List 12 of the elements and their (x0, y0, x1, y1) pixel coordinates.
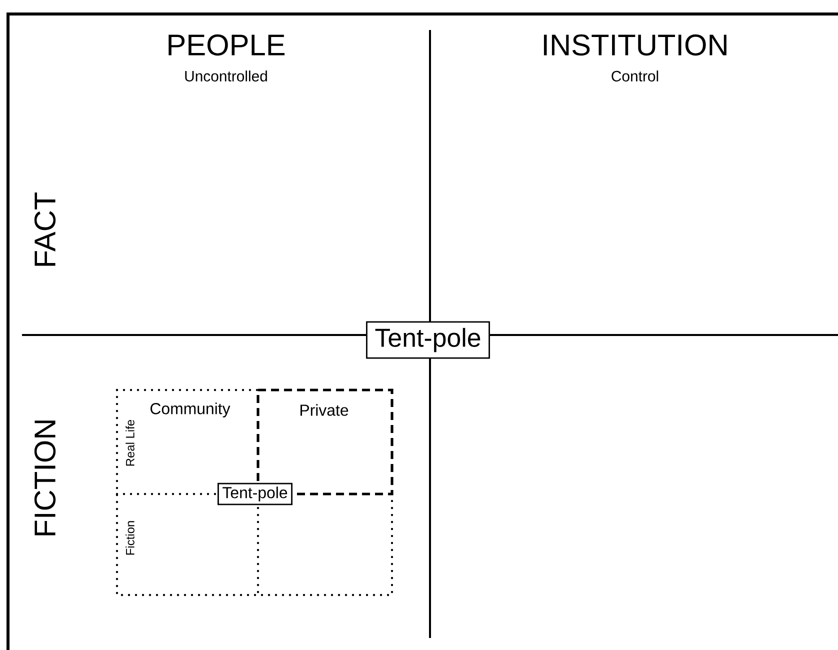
quadrant-label: Private (300, 404, 348, 416)
column-subheading: Control (612, 70, 658, 82)
row-label: Fiction (126, 521, 134, 555)
row-label: Real Life (126, 420, 134, 466)
tent-pole-box: Tent-pole (366, 321, 490, 359)
column-heading: INSTITUTION (544, 34, 726, 56)
row-heading: FACT (34, 192, 56, 266)
column-subheading: Uncontrolled (185, 70, 267, 82)
tent-pole-box: Tent-pole (218, 482, 292, 506)
column-heading: PEOPLE (168, 34, 285, 56)
row-heading: FICTION (34, 420, 56, 536)
quadrant-label: Community (150, 402, 230, 418)
